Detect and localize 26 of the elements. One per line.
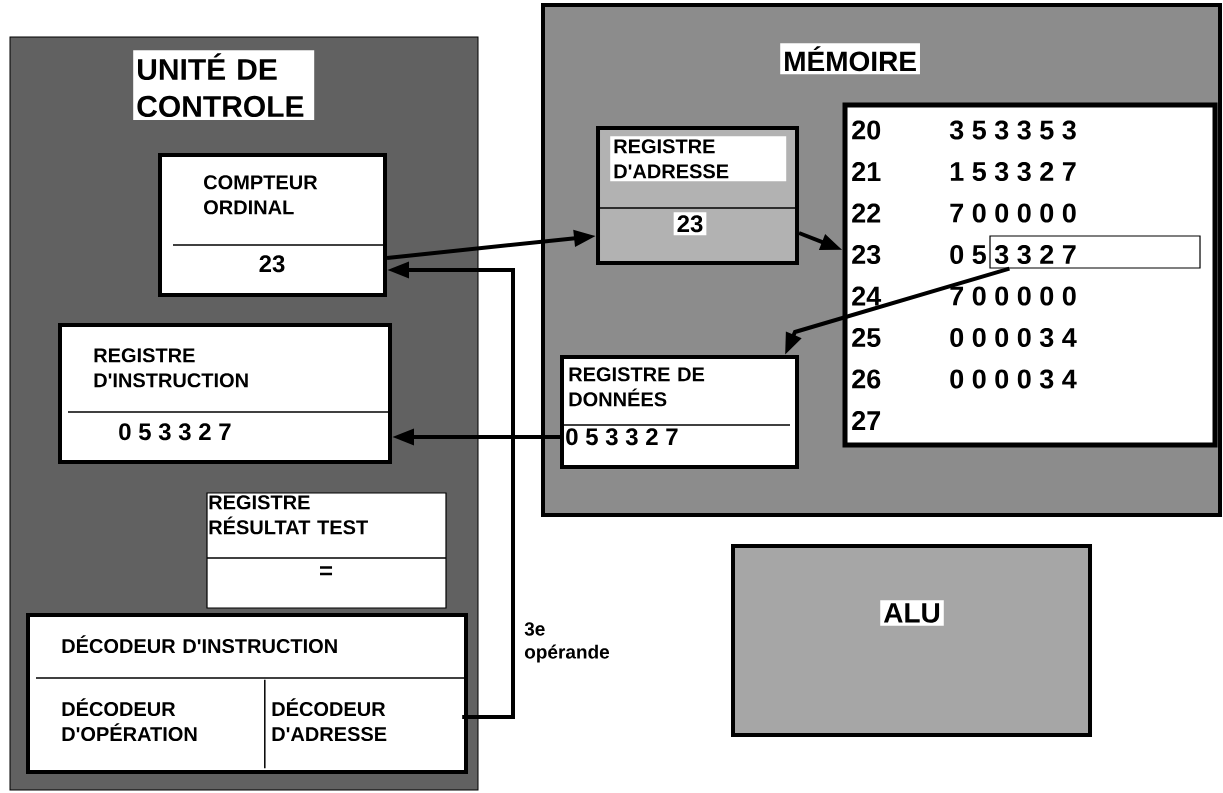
highlight-box	[989, 235, 1201, 269]
memory-word: 7 0 0 0 0 0	[950, 286, 1076, 306]
memory-address: 26	[852, 369, 881, 389]
memory-word: 0 0 0 0 3 4	[950, 369, 1077, 389]
memory-address: 24	[852, 286, 882, 306]
register-box: COMPTEUR ORDINAL 23	[158, 153, 387, 297]
memory-word: 0 5 3 3 2 7	[950, 244, 1076, 265]
memory-word: 0 0 0 0 3 4	[950, 327, 1077, 348]
memory-address: 23	[852, 244, 881, 265]
register-box: REGISTRE DE DONNÉES 0 5 3 3 2 7	[560, 355, 799, 469]
register-box: REGISTRE RÉSULTAT TEST =	[206, 492, 447, 609]
decoder-cell: DÉCODEUR D'ADRESSE	[264, 679, 387, 769]
memory-address: 20	[852, 120, 881, 140]
memory-address: 27	[852, 411, 881, 430]
register-box: REGISTRE D'INSTRUCTION 0 5 3 3 2 7	[58, 323, 392, 464]
memory-word: 1 5 3 3 2 7	[950, 161, 1076, 182]
register-box: REGISTRE D'ADRESSE 23	[596, 126, 799, 265]
memory-table	[842, 102, 1218, 448]
decoder-cell: DÉCODEUR D'OPÉRATION	[62, 698, 197, 742]
memory-address: 25	[852, 327, 881, 348]
alu-box: ALU	[731, 544, 1092, 737]
memory-address: 22	[852, 203, 881, 223]
memory-word: 7 0 0 0 0 0	[950, 203, 1076, 223]
edge-label: 3e opérande	[522, 620, 610, 665]
memory-address: 21	[852, 162, 881, 181]
memory-word: 3 5 3 3 5 3	[949, 120, 1076, 140]
